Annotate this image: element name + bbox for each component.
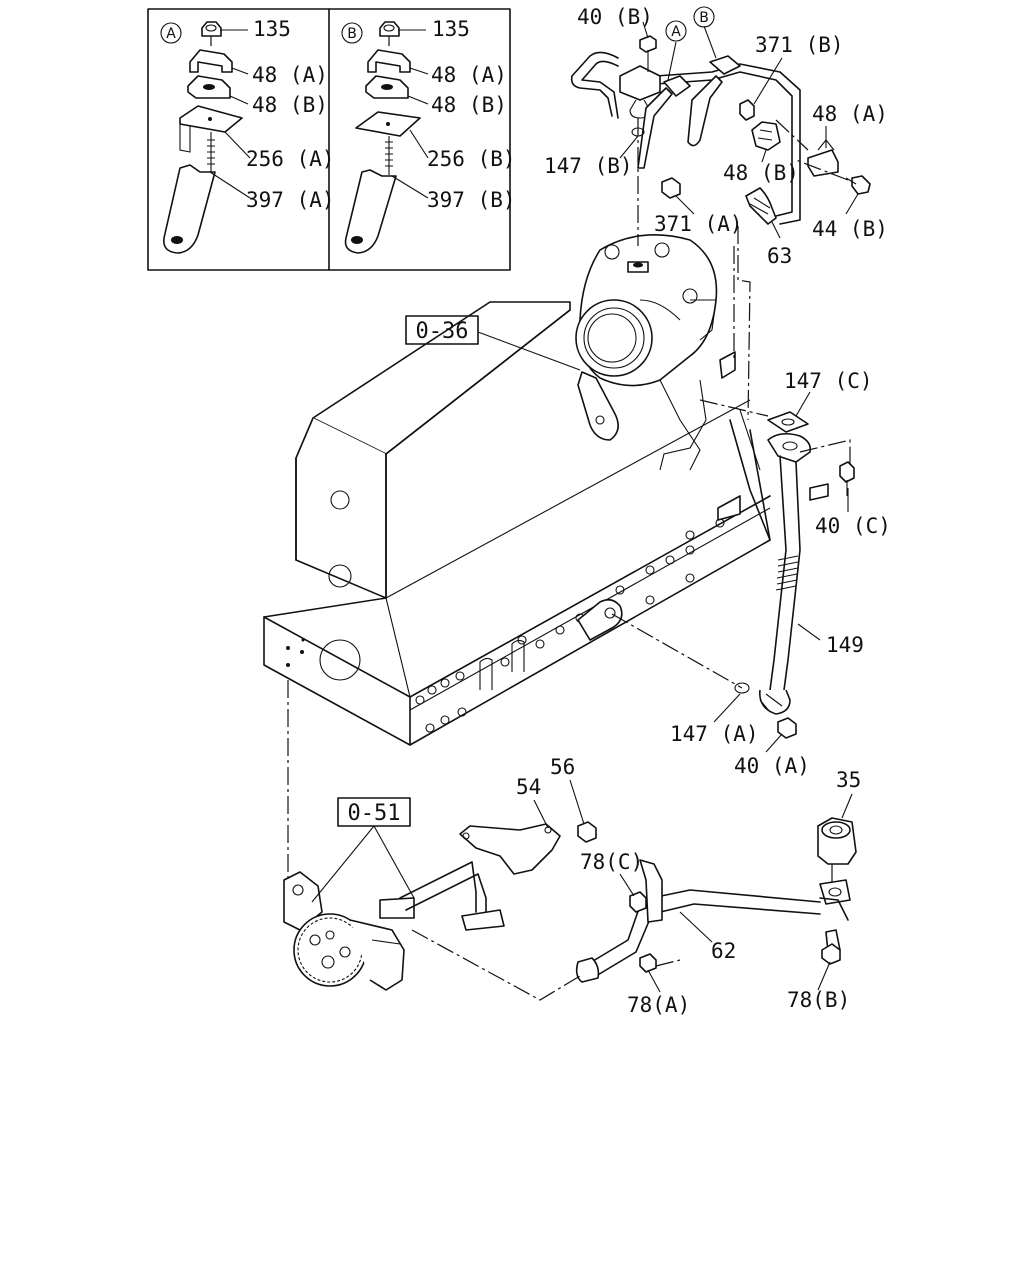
oil-pipe-62 [575, 859, 821, 983]
stay-397b-b [344, 136, 397, 254]
callout-48a: 48 (A) [812, 102, 888, 126]
detail-inset-a: A [160, 17, 335, 254]
rubber-48b-a [187, 75, 231, 99]
nut-135-b [379, 21, 400, 46]
inset-b-label-48b: 48 (B) [431, 93, 507, 117]
callout-48b: 48 (B) [723, 161, 799, 185]
suction-pipe-54 [399, 821, 597, 931]
inset-b-label-135: 135 [432, 17, 470, 41]
callout-40b: 40 (B) [577, 5, 653, 29]
oil-feed-pipe-63 [570, 35, 871, 225]
callout-149: 149 [826, 633, 864, 657]
inset-a-label-256a: 256 (A) [246, 147, 335, 171]
callout-54: 54 [516, 775, 541, 799]
inset-a-leaders [209, 29, 251, 199]
rubber-48b-b [365, 75, 409, 99]
inset-a-label-135: 135 [253, 17, 291, 41]
stay-397a-a [162, 132, 216, 254]
oil-pump [283, 871, 415, 991]
top-marker-a: A [671, 24, 681, 40]
callout-leaders [533, 21, 859, 993]
nut-135-a [201, 21, 222, 46]
callout-78c: 78(C) [580, 850, 643, 874]
clamp-48a-b [367, 49, 411, 73]
top-marker-b: B [699, 10, 709, 26]
inset-b-label-48a: 48 (A) [431, 63, 507, 87]
detail-inset-b: B 135 48 (A) [341, 17, 516, 254]
oil-pressure-sensor-35 [817, 817, 857, 965]
clamp-48a-a [189, 49, 233, 73]
ref-box-pump: 0-51 [311, 797, 415, 903]
block-bolt-holes [415, 518, 725, 733]
callout-147c: 147 (C) [784, 369, 873, 393]
inset-a-label-397a: 397 (A) [246, 188, 335, 212]
ref-box-turbo: 0-36 [405, 315, 581, 371]
inset-b-leaders [391, 29, 429, 199]
inset-b-label-256b: 256 (B) [427, 147, 516, 171]
inset-a-label-48b: 48 (B) [252, 93, 328, 117]
callout-78b: 78(B) [787, 988, 850, 1012]
ref-label-turbo: 0-36 [416, 319, 469, 344]
inset-a-marker-circle [160, 22, 182, 44]
callout-147a: 147 (A) [670, 722, 759, 746]
callout-63: 63 [767, 244, 792, 268]
callout-44b: 44 (B) [812, 217, 888, 241]
alignment-lines [287, 118, 851, 1001]
inset-a-label-48a: 48 (A) [252, 63, 328, 87]
turbocharger [575, 234, 771, 541]
inset-b-marker-circle [341, 22, 363, 44]
oil-return-pipe-149 [734, 411, 855, 739]
ref-label-pump: 0-51 [348, 801, 401, 826]
inset-b-marker: B [347, 26, 357, 42]
engine-block [263, 301, 771, 746]
callout-78a: 78(A) [627, 993, 690, 1017]
callout-371a: 371 (A) [654, 212, 743, 236]
callout-62: 62 [711, 939, 736, 963]
callout-40a: 40 (A) [734, 754, 810, 778]
callout-35: 35 [836, 768, 861, 792]
callout-56: 56 [550, 755, 575, 779]
callout-40c: 40 (C) [815, 514, 891, 538]
callout-147b: 147 (B) [544, 154, 633, 178]
plate-256b-b [355, 111, 421, 137]
plate-256a-a [179, 105, 243, 153]
inset-b-label-397b: 397 (B) [427, 188, 516, 212]
inset-a-marker: A [166, 26, 176, 42]
detail-inset-frame [147, 8, 511, 271]
top-markers: A B [665, 6, 715, 42]
callout-371b: 371 (B) [755, 33, 844, 57]
